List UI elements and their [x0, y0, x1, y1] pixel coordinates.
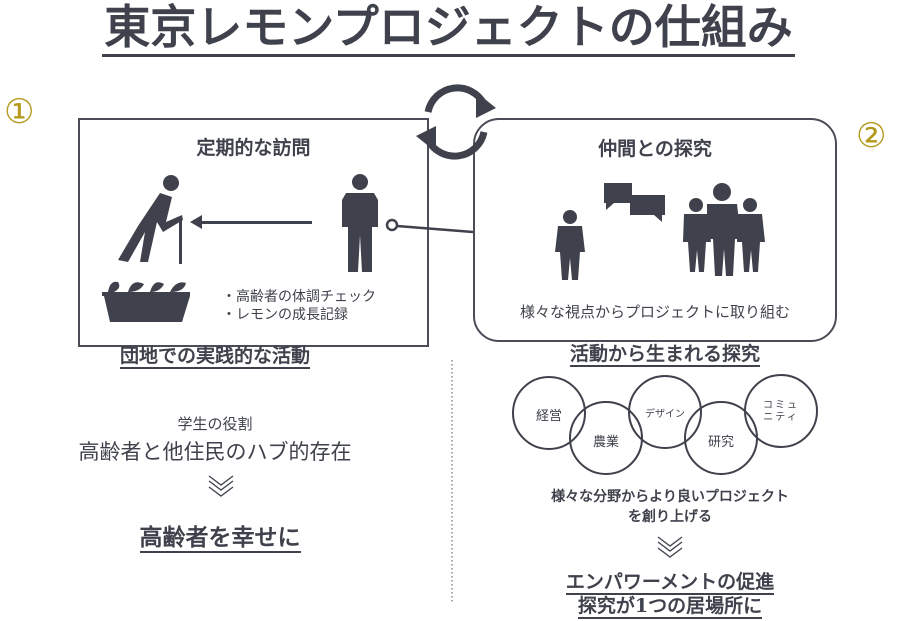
- bullet-lemon-growth: ・レモンの成長記録: [222, 307, 348, 323]
- panel2-caption: 様々な視点からプロジェクトに取り組む: [519, 303, 790, 321]
- panel1-heading: 定期的な訪問: [196, 137, 311, 159]
- goal-line2: 探究が1つの居場所に: [577, 595, 763, 619]
- panel2-heading: 仲間との探究: [598, 138, 712, 160]
- person-icon: [555, 210, 585, 280]
- page-title: 東京レモンプロジェクトの仕組み: [0, 0, 897, 57]
- panel1-bullets: ・高齢者の体調チェック ・レモンの成長記録: [222, 288, 376, 324]
- right-section-title-text: 活動から生まれる探究: [569, 343, 760, 367]
- fields-description: 様々な分野からより良いプロジェクト を創り上げる: [500, 487, 840, 527]
- field-agriculture: 農業: [592, 435, 619, 450]
- bullet-health-check: ・高齢者の体調チェック: [222, 289, 376, 305]
- desc-line2: を創り上げる: [628, 509, 712, 525]
- panel-peer-inquiry: [473, 118, 837, 342]
- left-goal-text: 高齢者を幸せに: [139, 524, 301, 553]
- goal-line1: エンパワーメントの促進: [565, 571, 775, 595]
- connector-line: [396, 224, 474, 234]
- cycle-arrows-icon: [416, 84, 496, 160]
- chat-bubbles-icon: [604, 183, 665, 222]
- marker-one: ①: [4, 92, 35, 132]
- marker-two: ②: [856, 116, 887, 156]
- panel-regular-visit: [78, 118, 429, 347]
- left-section-title-text: 団地での実践的な活動: [119, 345, 310, 369]
- chevrons-down-icon-right: [657, 536, 683, 558]
- right-section-title: 活動から生まれる探究: [540, 343, 790, 367]
- group-people-icon: [683, 183, 765, 276]
- desc-line1: 様々な分野からより良いプロジェクト: [551, 489, 789, 505]
- planter-icon: [102, 281, 190, 322]
- elderly-person-icon: [118, 175, 183, 264]
- role-value: 高齢者と他住民のハブ的存在: [78, 440, 352, 464]
- arrow-left-icon: [190, 215, 312, 229]
- left-section-title: 団地での実践的な活動: [90, 345, 340, 369]
- field-circles: [512, 374, 818, 475]
- field-research: 研究: [707, 435, 734, 450]
- role-label: 学生の役割: [177, 415, 253, 433]
- left-goal: 高齢者を幸せに: [90, 524, 350, 553]
- connector-dot-icon: [385, 218, 399, 232]
- field-community: コミュ ニティ: [763, 400, 799, 423]
- field-management: 経営: [535, 409, 562, 424]
- student-person-icon: [342, 174, 378, 272]
- chevrons-down-icon-left: [208, 475, 234, 497]
- right-goal: エンパワーメントの促進 探究が1つの居場所に: [520, 570, 820, 619]
- title-text: 東京レモンプロジェクトの仕組み: [102, 0, 795, 57]
- field-design: デザイン: [645, 409, 685, 420]
